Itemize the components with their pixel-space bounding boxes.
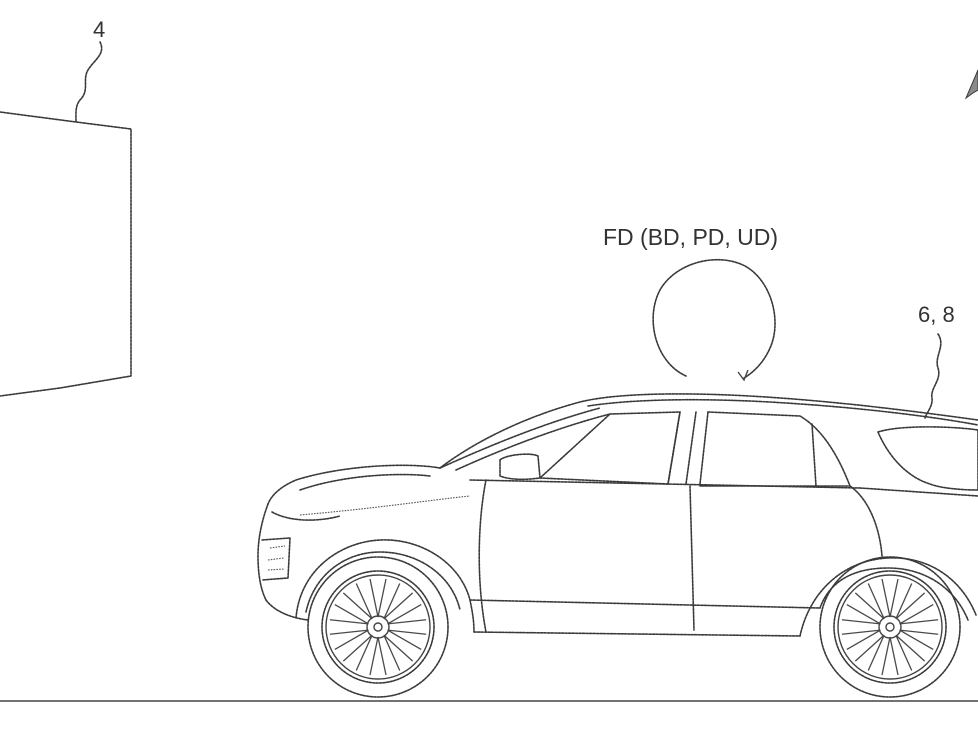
rotation-arrow-icon <box>652 258 776 382</box>
screen-reference-label: 4 <box>93 17 105 42</box>
projection-screen <box>0 111 132 397</box>
figure-arrow-icon <box>964 69 978 100</box>
rear-wheel-spokes <box>841 578 939 676</box>
vehicle <box>257 393 978 637</box>
screen-leader-line <box>75 41 103 123</box>
vehicle-reference-label: 6, 8 <box>918 302 955 327</box>
front-wheel-spokes <box>329 578 427 676</box>
front-wheel <box>307 556 449 698</box>
vehicle-leader-line <box>924 333 942 419</box>
rear-wheel <box>819 556 961 698</box>
rotation-label: FD (BD, PD, UD) <box>603 224 778 250</box>
